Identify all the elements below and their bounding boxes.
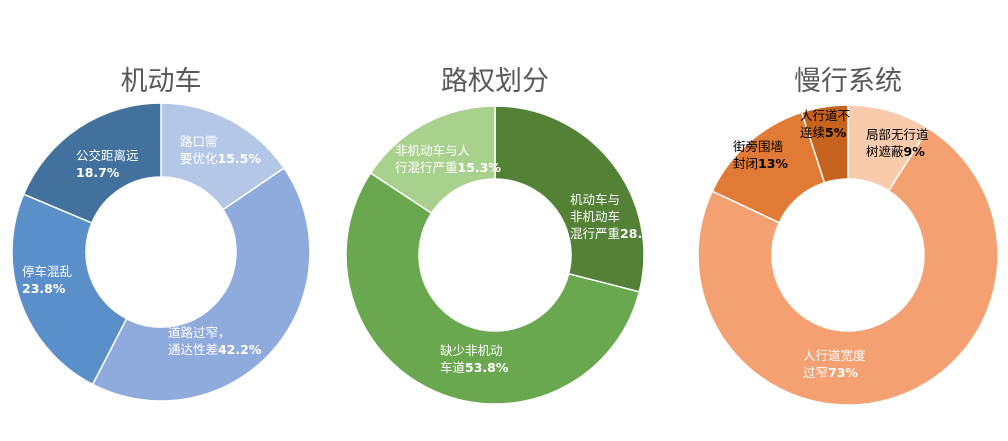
pie-slice [22,102,162,224]
chart-title: 慢行系统 [794,66,902,97]
pie-slice [494,105,645,293]
pie-slice [697,127,999,406]
data-label-value: 9% [904,144,926,159]
chart-title: 路权划分 [441,66,549,97]
data-label-value: 18.7% [76,165,120,180]
data-label: 道路过窄， 通达性差42.2% [168,325,262,357]
data-label: 人行道不连续5% [800,108,850,140]
data-label-line: 行混行严重 [395,160,458,175]
data-label: 人行道宽度过窄73% [803,348,866,380]
data-label-line: 街旁围墙 [733,139,783,154]
data-label-line: 车道 [440,360,466,375]
data-label: 街旁围墙封闭13% [733,139,788,171]
data-label-line: 停车混乱 [22,264,72,279]
data-label-line: 局部无行道 [866,127,929,142]
data-label-line: 要优化 [180,151,218,166]
pie-slice [369,105,496,215]
data-label: 局部无行道树遮蔽9% [866,127,929,159]
data-label-line: 缺少非机动 [440,343,503,358]
data-label-value: 15.3% [458,160,502,175]
data-label: 停车混乱 23.8% [22,264,72,296]
data-label-value: 15.5% [218,151,262,166]
data-label-line: 通达性差 [168,342,218,357]
data-label-value: 23.8% [22,281,66,296]
data-label: 缺少非机动车道53.8% [440,343,509,375]
data-label-line: 人行道宽度 [803,348,866,363]
data-label-value: 5% [825,125,847,140]
pie-slice [91,166,311,402]
data-label-line: 路口需 [180,134,218,149]
data-label-line: 过窄 [803,365,828,380]
data-label: 路口需要优化15.5% [180,134,261,166]
data-label: 公交距离远 18.7% [76,148,139,180]
data-label-value: 53.8% [465,360,509,375]
data-label-line: 道路过窄， [168,325,231,340]
data-label-line: 非机动车 [570,209,620,224]
data-label-value: 13% [758,156,788,171]
data-label-line: 封闭 [733,156,758,171]
data-label-line: 连续 [800,125,825,140]
data-label-line: 混行严重 [570,226,620,241]
chart-title: 机动车 [121,66,202,97]
data-label-line: 树遮蔽 [866,144,904,159]
data-label-value: 28.2% [620,226,664,241]
data-label-line: 人行道不 [800,108,850,123]
pie-slice [11,193,128,386]
data-label-line: 非机动车与人 [395,143,471,158]
data-label-value: 73% [828,365,858,380]
pie-slice [800,104,849,184]
data-label-value: 42.2% [218,342,262,357]
data-label: 机动车与非机动车混行严重28.2% [570,192,664,241]
data-label-line: 机动车与 [570,192,620,207]
data-label-line: 公交距离远 [76,148,139,163]
data-label: 非机动车与人行混行严重15.3% [395,143,501,175]
pie-slice [345,171,641,405]
